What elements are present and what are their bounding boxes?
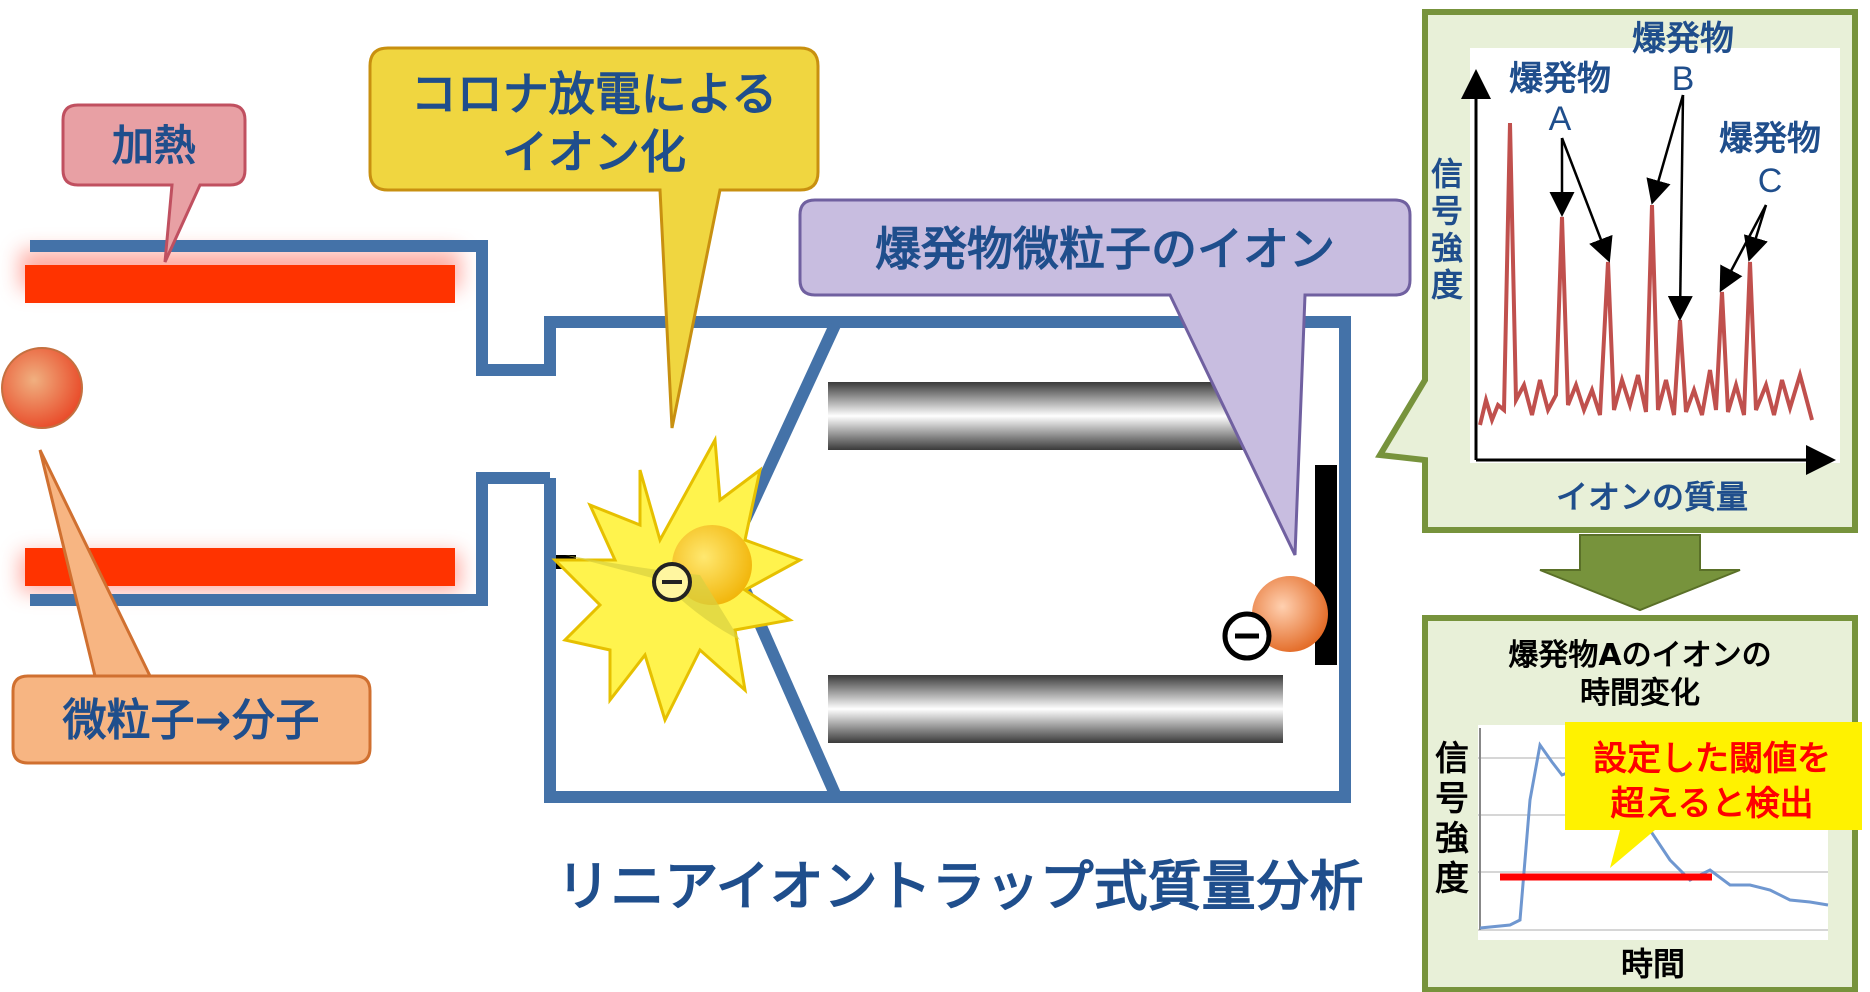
peak-a-name: 爆発物 [1509,59,1611,99]
time-ylabel-2: 号 [1435,779,1469,819]
peak-c-letter: C [1758,162,1783,200]
trap-rod-lower [828,675,1283,743]
spectrum-ylabel-3: 強 [1431,229,1463,267]
spectrum-line [1478,122,1814,427]
spectrum-xlabel: イオンの質量 [1556,478,1748,516]
time-title-line2: 時間変化 [1580,676,1700,711]
threshold-callout-line1: 設定した閾値を [1593,739,1831,779]
particle-ball [1,347,83,429]
inlet-tube-bottom [30,472,550,606]
method-title: リニアイオントラップ式質量分析 [556,855,1363,918]
explosive-ion-label: 爆発物微粒子のイオン [875,222,1335,276]
time-title-line1: 爆発物Aのイオンの [1508,638,1771,673]
trap-rod-upper [828,382,1268,450]
time-ylabel-4: 度 [1435,859,1469,899]
particle-molecule-label: 微粒子→分子 [62,695,320,746]
callout-explosive-shape [798,198,1412,556]
corona-label-line1: コロナ放電による [411,67,778,121]
peak-c-name: 爆発物 [1719,119,1821,159]
arrow-c-2 [1743,204,1768,262]
callout-corona-shape [368,46,820,429]
time-ylabel-1: 信 [1435,739,1469,779]
arrow-b-2 [1667,94,1693,321]
time-ylabel-3: 強 [1435,819,1469,859]
spectrum-ylabel-2: 号 [1431,192,1463,230]
peak-b-name: 爆発物 [1632,19,1734,59]
peak-b-letter: B [1672,60,1695,98]
down-arrow [1539,534,1741,612]
peak-a-letter: A [1549,100,1572,138]
callout-particle-shape [11,449,372,765]
time-xlabel: 時間 [1621,945,1685,983]
spectrum-ylabel-4: 度 [1431,266,1463,304]
corona-streak [565,555,740,640]
threshold-callout-line2: 超えると検出 [1611,784,1814,824]
arrow-b-1 [1646,94,1685,205]
corona-label-line2: イオン化 [502,125,686,179]
heater-top [25,265,455,303]
threshold-callout-shape [1565,722,1862,868]
funnel-upper [739,322,841,523]
spectrum-ylabel-1: 信 [1431,155,1463,193]
inlet-tube-top [30,240,1351,803]
heating-label: 加熱 [112,121,196,170]
callout-heating-shape [61,103,247,263]
arrow-a-2 [1560,137,1613,263]
